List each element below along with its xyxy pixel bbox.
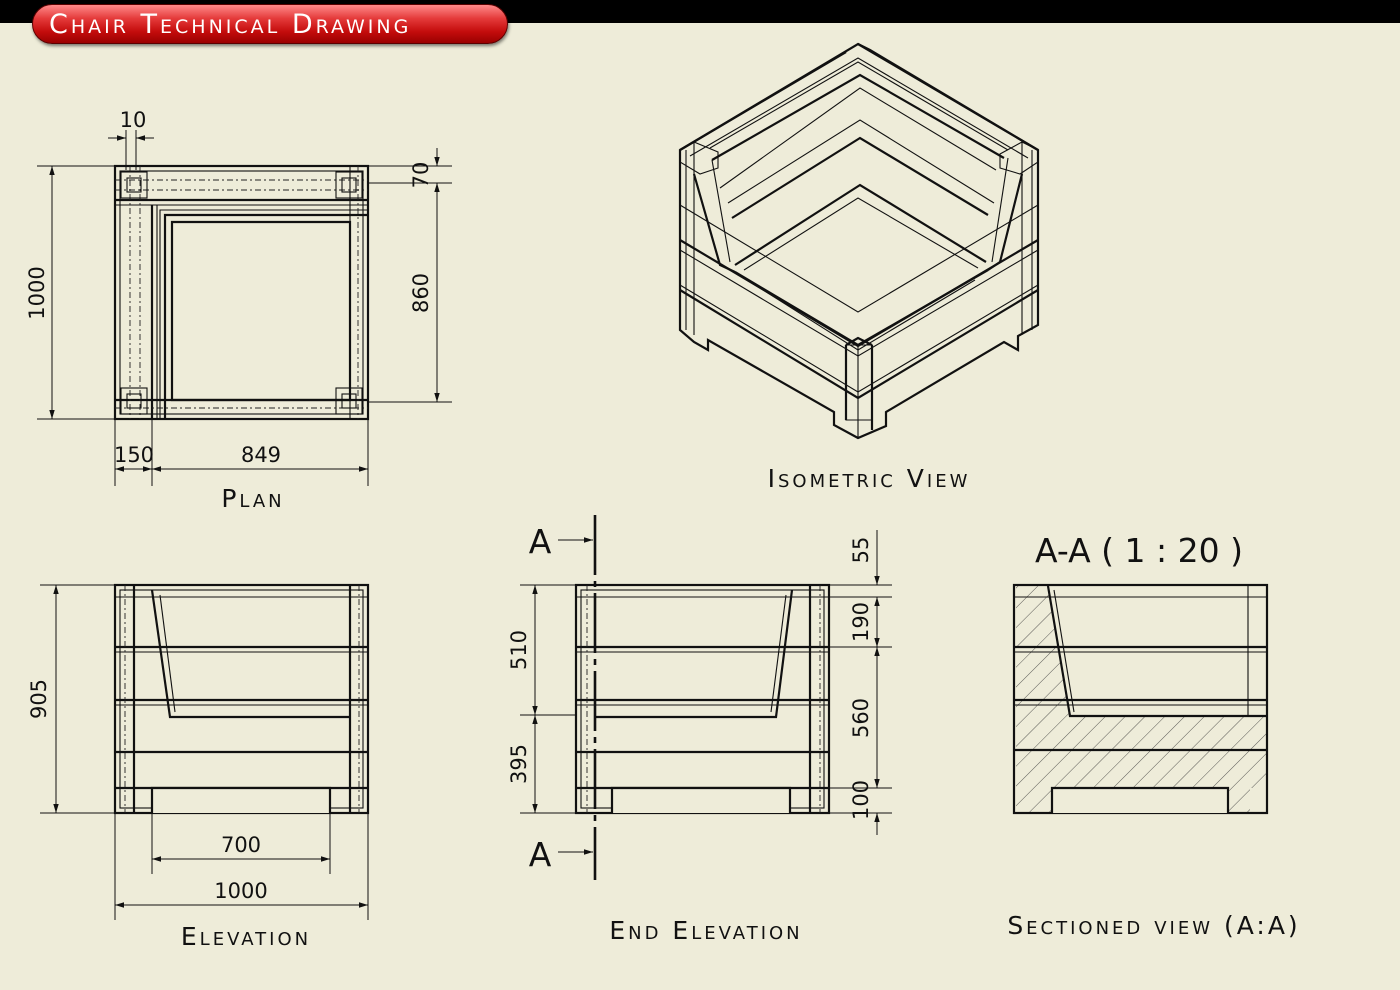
dim-1000-elevation: 1000 [214,879,267,903]
dim-100: 100 [849,780,873,820]
dim-1000-plan: 1000 [25,266,49,319]
caption-end-elevation: End Elevation [609,916,802,945]
dim-905: 905 [27,679,51,719]
dim-560: 560 [849,698,873,738]
corner-post-detail [120,171,363,415]
section-marker-top: A [529,522,552,561]
sectioned-view: A-A ( 1 : 20 ) Sectioned view (A:A) [1007,531,1300,940]
dim-55: 55 [849,537,873,564]
drawing-title: Chair Technical Drawing [49,9,412,40]
dim-150: 150 [114,443,154,467]
caption-plan: Plan [221,484,284,513]
caption-sectioned-view: Sectioned view (A:A) [1007,911,1300,940]
plan-view: 10 1000 70 860 150 849 Plan [25,108,452,513]
title-banner: Chair Technical Drawing [32,4,508,44]
dim-10: 10 [120,108,147,132]
end-elevation-view: A A 510 395 55 190 560 100 End Elevation [507,515,892,945]
dim-395: 395 [507,744,531,784]
dim-860: 860 [409,273,433,313]
dim-700: 700 [221,833,261,857]
section-marker-bottom: A [529,835,552,874]
caption-elevation: Elevation [181,922,311,951]
elevation-view: 905 700 1000 Elevation [27,583,370,951]
dim-510: 510 [507,630,531,670]
dim-849: 849 [241,443,281,467]
isometric-view: Isometric View [678,42,1040,493]
section-view-title: A-A ( 1 : 20 ) [1035,531,1243,570]
dim-190: 190 [849,602,873,642]
caption-isometric: Isometric View [768,464,971,493]
dim-70: 70 [409,162,433,189]
